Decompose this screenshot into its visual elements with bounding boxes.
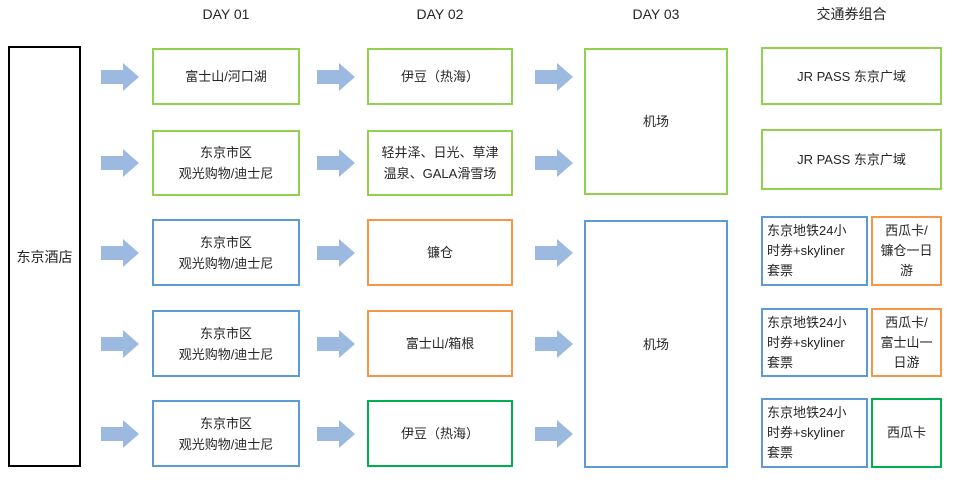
flow-arrow-icon	[101, 330, 139, 358]
transit-pass-left-row3: 东京地铁24小 时券+skyliner 套票	[761, 216, 868, 286]
flow-arrow-icon	[535, 239, 573, 267]
transit-pass-left-row4: 东京地铁24小 时券+skyliner 套票	[761, 308, 868, 377]
flow-arrow-icon	[101, 239, 139, 267]
transit-pass-left-row5: 东京地铁24小 时券+skyliner 套票	[761, 398, 868, 468]
flow-arrow-icon	[317, 330, 355, 358]
flow-arrow-icon	[535, 330, 573, 358]
column-header-day03: DAY 03	[632, 6, 680, 22]
transit-pass-right-row4: 西瓜卡/ 富士山一 日游	[871, 308, 942, 377]
flow-arrow-icon	[535, 420, 573, 448]
day1-box-row4: 东京市区 观光购物/迪士尼	[152, 310, 300, 377]
day2-box-row4: 富士山/箱根	[367, 310, 513, 377]
tokyo-hotel-box: 东京酒店	[8, 46, 81, 467]
flow-arrow-icon	[317, 63, 355, 91]
flow-arrow-icon	[535, 63, 573, 91]
flow-arrow-icon	[317, 239, 355, 267]
flow-arrow-icon	[535, 149, 573, 177]
day2-box-row1: 伊豆（热海）	[367, 48, 513, 105]
flow-arrow-icon	[101, 63, 139, 91]
day2-box-row2: 轻井泽、日光、草津 温泉、GALA滑雪场	[367, 130, 513, 196]
day1-box-row3: 东京市区 观光购物/迪士尼	[152, 219, 300, 286]
day1-box-row1: 富士山/河口湖	[152, 48, 300, 105]
day2-box-row3: 镰仓	[367, 219, 513, 286]
day1-box-row5: 东京市区 观光购物/迪士尼	[152, 400, 300, 467]
column-header-day02: DAY 02	[416, 6, 464, 22]
transit-pass-right-row3: 西瓜卡/ 镰仓一日 游	[871, 216, 942, 286]
flow-arrow-icon	[101, 420, 139, 448]
flow-arrow-icon	[317, 149, 355, 177]
column-header-transit-pass: 交通券组合	[816, 6, 887, 22]
transit-pass-box-row1: JR PASS 东京广域	[761, 47, 942, 105]
transit-pass-right-row5: 西瓜卡	[871, 398, 942, 468]
column-header-day01: DAY 01	[202, 6, 250, 22]
flow-arrow-icon	[317, 420, 355, 448]
day2-box-row5: 伊豆（热海）	[367, 400, 513, 467]
flow-arrow-icon	[101, 149, 139, 177]
day1-box-row2: 东京市区 观光购物/迪士尼	[152, 130, 300, 196]
day3-airport-box-bottom: 机场	[584, 220, 728, 468]
transit-pass-box-row2: JR PASS 东京广域	[761, 129, 942, 190]
day3-airport-box-top: 机场	[584, 48, 728, 195]
